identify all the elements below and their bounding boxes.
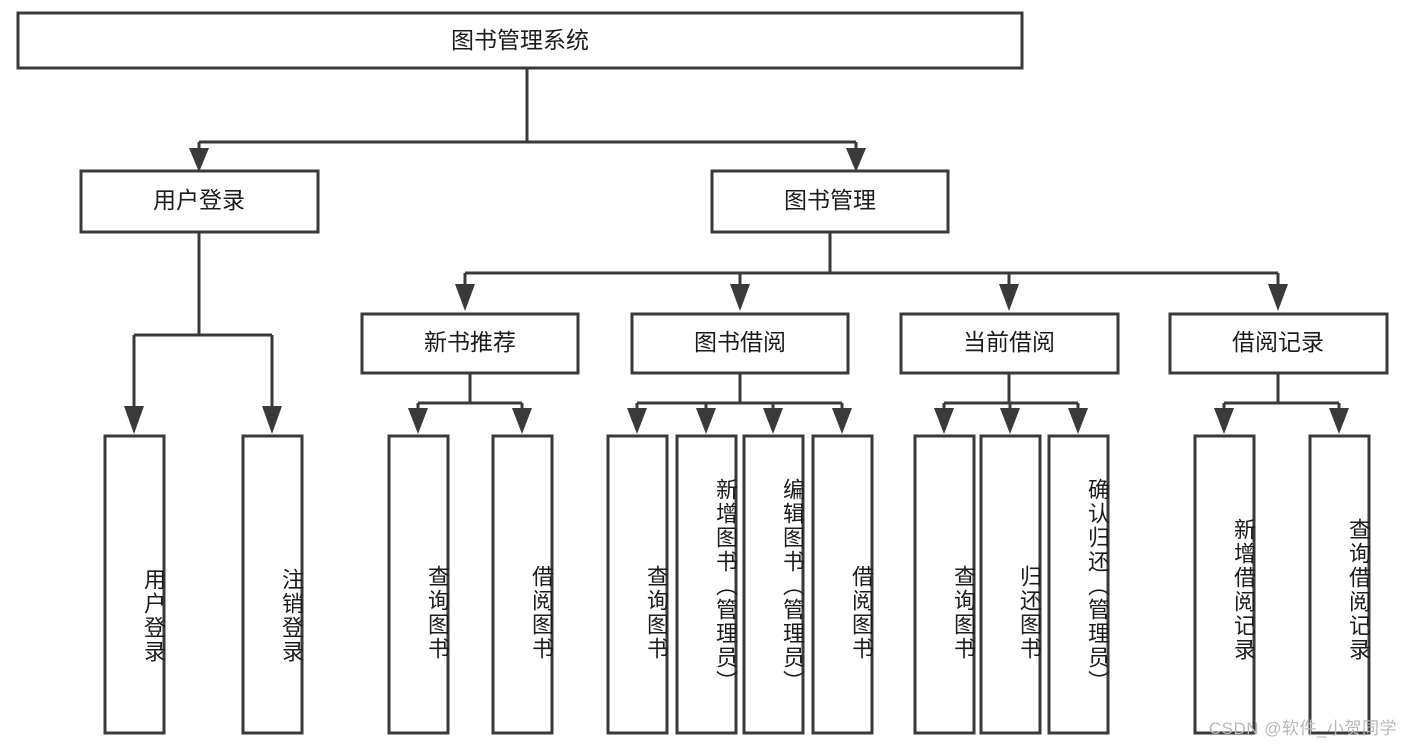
arrow-head-leaf-new-book-2 (512, 408, 532, 434)
arrow-head-leaf-book-borrow-2 (696, 408, 716, 434)
node-leaf-book-borrow-3-box[interactable] (742, 434, 805, 735)
node-current-borrow-label: 当前借阅 (963, 329, 1055, 355)
node-user-login-label: 用户登录 (153, 187, 245, 213)
connector-group-current-borrow (934, 373, 1088, 434)
node-current-borrow-box[interactable] (899, 312, 1120, 375)
arrow-head-leaf-borrow-record-1 (1214, 408, 1234, 434)
node-leaf-borrow-record-1-box[interactable] (1193, 434, 1256, 735)
node-leaf-current-borrow-2-box[interactable] (979, 434, 1042, 735)
node-root-box[interactable] (16, 11, 1024, 70)
node-leaf-new-book-2-box[interactable] (491, 434, 554, 735)
arrow-head-leaf-borrow-record-2 (1329, 408, 1349, 434)
node-root-label: 图书管理系统 (451, 27, 589, 53)
node-leaf-book-borrow-4-box[interactable] (811, 434, 874, 735)
connector-group-user-login (124, 232, 282, 434)
connector-group-root (189, 68, 866, 172)
arrow-head-leaf-current-borrow-2 (1000, 408, 1020, 434)
node-leaf-book-borrow-2-box[interactable] (675, 434, 738, 735)
node-user-login-box[interactable] (79, 169, 320, 234)
arrow-head-user-login (189, 148, 209, 172)
node-leaf-current-borrow-1-box[interactable] (913, 434, 976, 735)
arrow-head-level3-4 (1268, 284, 1288, 311)
arrow-head-leaf-current-borrow-3 (1068, 408, 1088, 434)
node-leaf-current-borrow-3-box[interactable] (1047, 434, 1110, 735)
node-book-borrow-label: 图书借阅 (694, 329, 786, 355)
arrow-head-leaf-user-login-2 (262, 406, 282, 434)
connector-group-book-borrow (627, 373, 852, 434)
node-book-manage-box[interactable] (710, 169, 950, 234)
arrow-head-leaf-book-borrow-4 (832, 408, 852, 434)
node-leaf-user-login-2-box[interactable] (241, 434, 304, 735)
connector-group-book-manage (455, 232, 1288, 311)
csdn-watermark: CSDN @软件_小贺同学 (1208, 719, 1397, 738)
node-borrow-record-box[interactable] (1168, 312, 1389, 375)
arrow-head-level3-3 (999, 284, 1019, 311)
node-borrow-record-label: 借阅记录 (1232, 329, 1324, 355)
connector-group-new-book (408, 373, 532, 434)
node-leaf-book-borrow-1-box[interactable] (606, 434, 669, 735)
arrow-head-level3-1 (455, 284, 475, 311)
connector-group-borrow-record (1214, 373, 1349, 434)
node-leaf-borrow-record-2-box[interactable] (1308, 434, 1371, 735)
arrow-head-leaf-new-book-1 (408, 408, 428, 434)
arrow-head-leaf-book-borrow-1 (627, 408, 647, 434)
node-new-book-label: 新书推荐 (424, 329, 516, 355)
arrow-head-leaf-current-borrow-1 (934, 408, 954, 434)
node-leaf-user-login-1-box[interactable] (103, 434, 166, 735)
arrow-head-leaf-book-borrow-3 (763, 408, 783, 434)
arrow-head-leaf-user-login-1 (124, 406, 144, 434)
node-new-book-box[interactable] (360, 312, 580, 375)
node-book-manage-label: 图书管理 (784, 187, 876, 213)
arrow-head-book-manage (846, 148, 866, 172)
arrow-head-level3-2 (730, 284, 750, 311)
node-leaf-new-book-1-box[interactable] (387, 434, 450, 735)
node-book-borrow-box[interactable] (630, 312, 850, 375)
